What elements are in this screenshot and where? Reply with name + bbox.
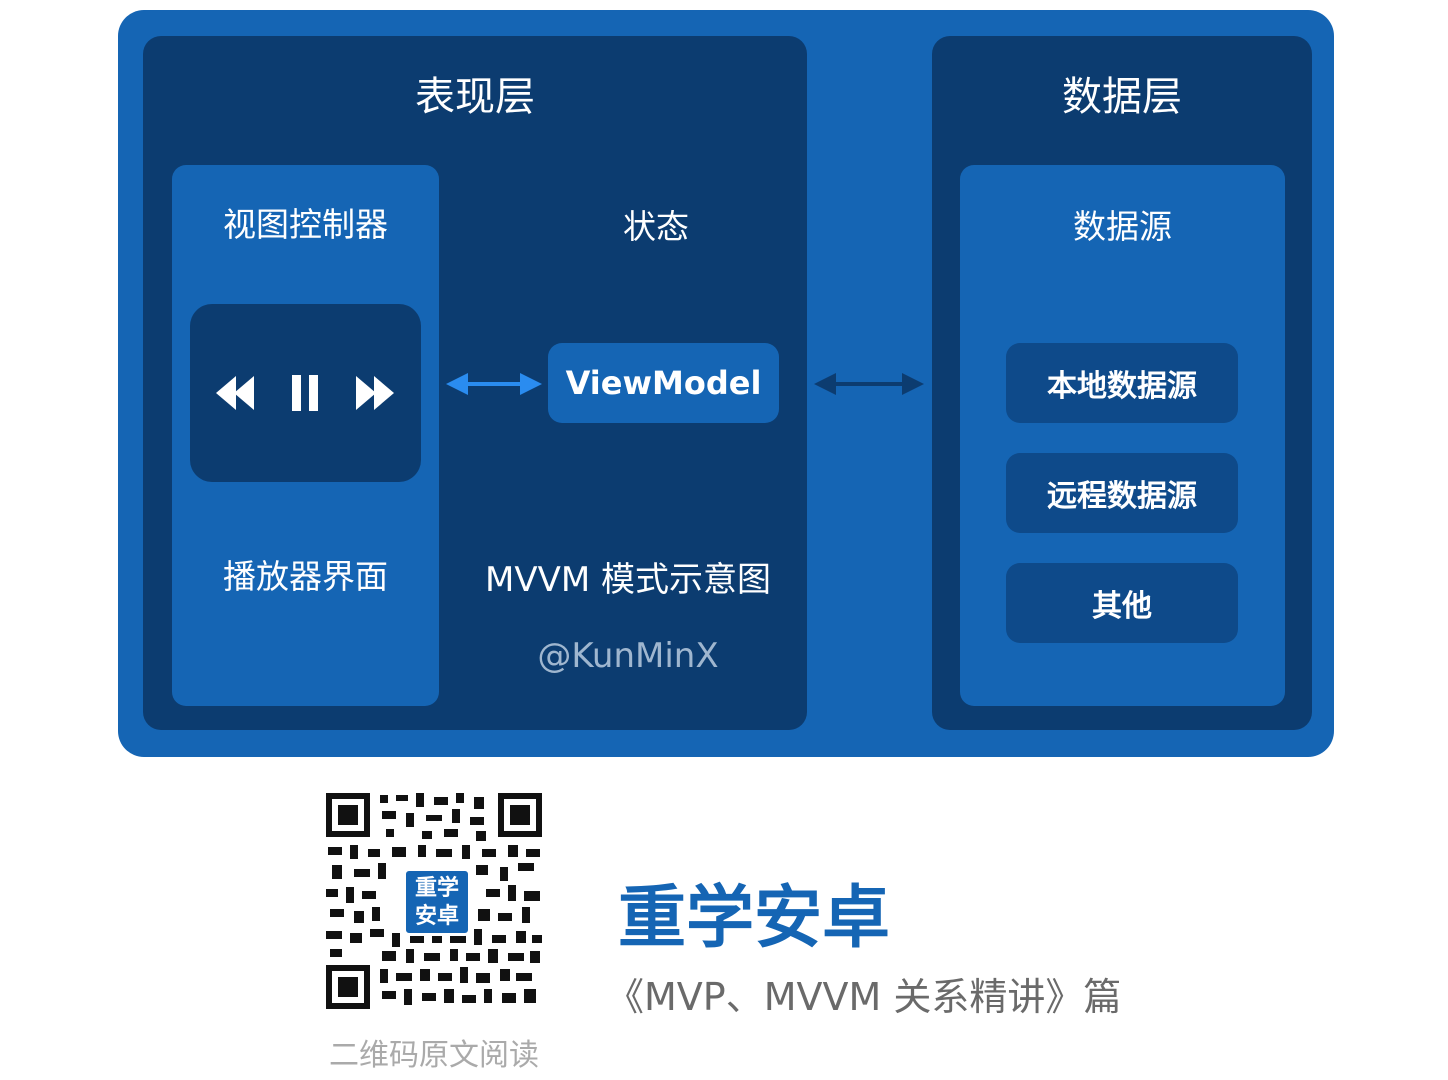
view-controller-title: 视图控制器 <box>223 205 388 244</box>
article-title: 《MVP、MVVM 关系精讲》篇 <box>606 975 1122 1019</box>
qr-badge-line1: 重学 <box>414 875 459 901</box>
qr-logo-badge: 重学 安卓 <box>403 868 471 936</box>
pause-icon <box>292 375 318 411</box>
viewmodel-box: ViewModel <box>548 343 779 423</box>
player-ui-label: 播放器界面 <box>223 557 388 596</box>
presentation-layer-title: 表现层 <box>415 74 535 120</box>
player-icons <box>216 375 394 411</box>
qr-badge-line2: 安卓 <box>414 903 459 929</box>
other-data-source: 其他 <box>1006 563 1238 643</box>
state-title: 状态 <box>623 207 689 246</box>
brand-title: 重学安卓 <box>618 878 891 958</box>
data-source-title: 数据源 <box>1073 207 1172 246</box>
qr-code[interactable] <box>326 793 542 1009</box>
remote-data-source: 远程数据源 <box>1006 453 1238 533</box>
data-layer-title: 数据层 <box>1062 74 1182 120</box>
qr-caption: 二维码原文阅读 <box>329 1038 539 1073</box>
author-handle: @KunMinX <box>537 636 719 676</box>
arrow-presentation-data <box>814 373 924 395</box>
arrow-view-viewmodel <box>446 373 542 395</box>
local-data-source: 本地数据源 <box>1006 343 1238 423</box>
player-controls <box>190 304 421 482</box>
rewind-icon <box>216 376 254 410</box>
fast-forward-icon <box>356 376 394 410</box>
diagram-caption: MVVM 模式示意图 <box>485 560 771 600</box>
